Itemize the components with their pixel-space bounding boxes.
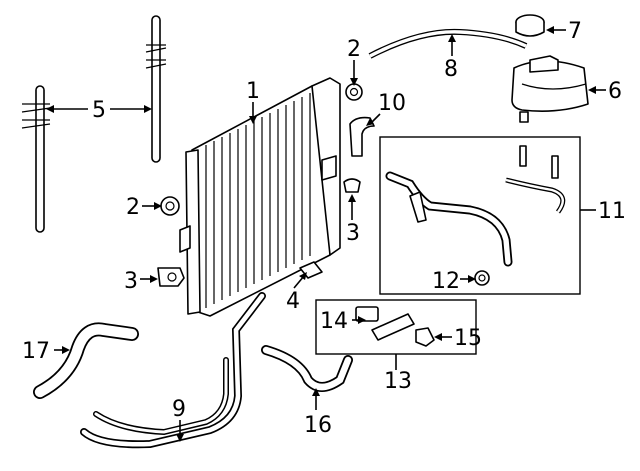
part-5-rods	[21, 15, 167, 233]
callout-15: 15	[454, 326, 482, 351]
part-16-hose	[261, 345, 353, 392]
callout-1: 1	[246, 79, 260, 104]
leader-lines	[46, 26, 606, 442]
part-13-group	[315, 299, 477, 355]
part-2-grommet-top	[345, 83, 363, 101]
part-3-mount-right	[343, 178, 361, 193]
callout-5: 5	[92, 98, 106, 123]
part-7-cap	[515, 14, 545, 37]
part-9-pipe	[80, 292, 266, 449]
callout-7: 7	[568, 19, 582, 44]
callout-9: 9	[172, 397, 186, 422]
callout-labels: 1 2 2 3 3 4 5 6 7 8 9 10 11 12 13 14 15 …	[22, 19, 626, 438]
callout-2-top: 2	[347, 37, 361, 62]
callout-2-left: 2	[126, 195, 140, 220]
part-1-radiator	[179, 77, 341, 317]
callout-12: 12	[432, 269, 460, 294]
part-17-hose	[33, 322, 139, 399]
callout-8: 8	[444, 57, 458, 82]
callout-3-left: 3	[124, 269, 138, 294]
part-2-grommet-left	[160, 196, 180, 216]
callout-3-right: 3	[346, 221, 360, 246]
callout-10: 10	[378, 91, 406, 116]
callout-4: 4	[286, 289, 300, 314]
callout-6: 6	[608, 79, 622, 104]
callout-13: 13	[384, 369, 412, 394]
callout-16: 16	[304, 413, 332, 438]
callout-14: 14	[320, 309, 348, 334]
part-3-bracket-left	[157, 267, 185, 287]
part-11-group	[379, 136, 581, 295]
callout-11: 11	[598, 199, 626, 224]
part-10-hose-elbow	[349, 116, 375, 157]
callout-17: 17	[22, 339, 50, 364]
part-6-reservoir	[511, 55, 589, 123]
part-8-overflow-hose	[368, 28, 528, 59]
